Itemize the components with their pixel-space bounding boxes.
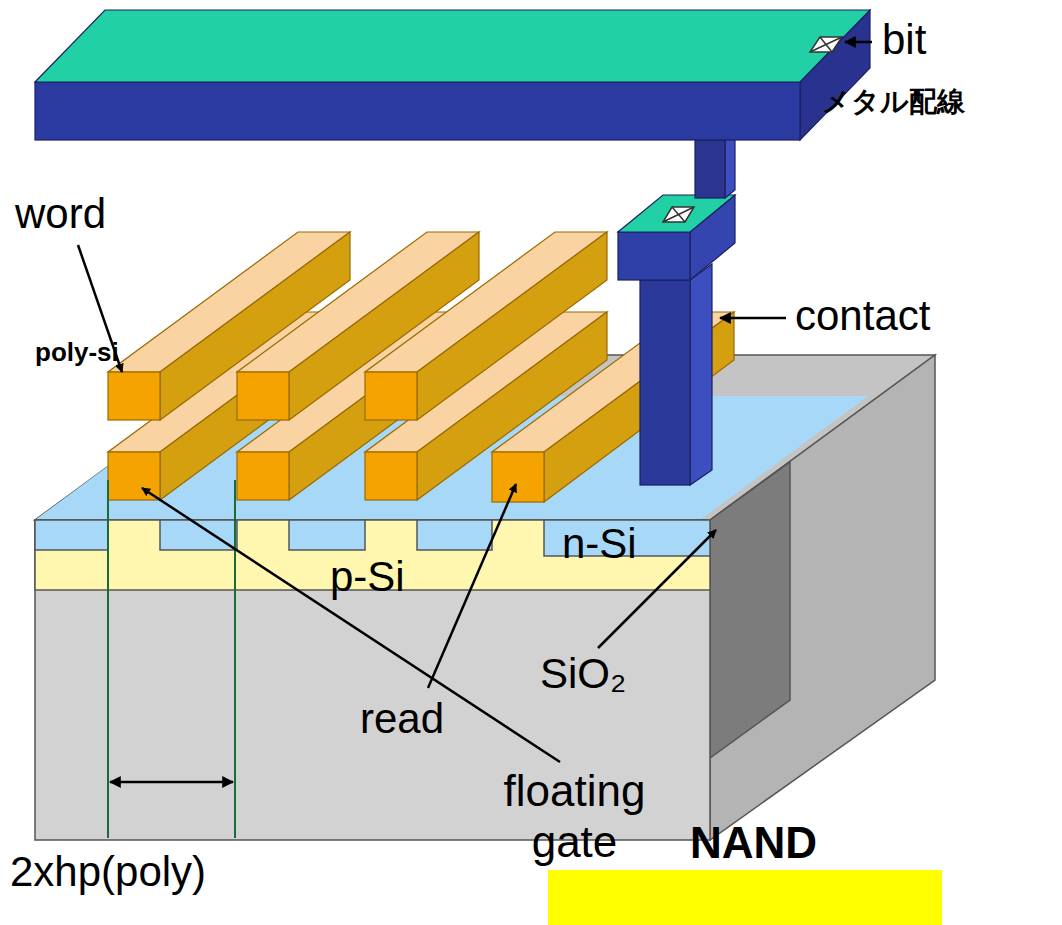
gate-stacks [108, 232, 734, 502]
n-region [417, 520, 492, 550]
leader-arrow [720, 317, 786, 320]
isolation-oxide [710, 462, 790, 758]
extension-line [107, 480, 109, 838]
word-line-front [365, 372, 417, 420]
window-cross [820, 37, 832, 52]
floating-gate-label: floating gate [472, 766, 677, 867]
oxide-label: SiO₂ [540, 650, 626, 698]
p-si-label: p-Si [330, 553, 405, 601]
floating-gate-front [237, 452, 289, 500]
leader-arrow [428, 484, 516, 688]
word-line-front [108, 372, 160, 420]
nand-title: NAND [690, 818, 817, 869]
floating-gate-front [365, 452, 417, 500]
n-si-label: n-Si [562, 520, 637, 568]
bit-line-front [35, 82, 800, 140]
poly-si-label: poly-si [35, 338, 119, 368]
leader-arrow [845, 41, 872, 44]
dimension-arrow [110, 781, 233, 784]
n-region [35, 520, 108, 550]
substrate-right [710, 355, 935, 840]
pitch-label: 2xhp(poly) [10, 848, 206, 896]
bit-line-top [35, 10, 870, 82]
via-side [725, 132, 735, 198]
highlight-band [548, 870, 942, 925]
window-mark [663, 207, 694, 222]
contact-label: contact [795, 292, 930, 340]
bit-line-label: bit [882, 16, 926, 64]
leader-arrow [142, 488, 560, 762]
floating-gate-front [108, 452, 160, 500]
metal-wiring-label: メタル配線 [822, 86, 965, 118]
contact-window-icon [663, 37, 842, 222]
contact-side [690, 264, 712, 485]
contact-front [640, 280, 690, 485]
via-front [695, 140, 725, 198]
read-gate-front [492, 452, 544, 502]
leaders [78, 42, 872, 762]
window-mark [810, 37, 842, 52]
read-gate-label: read [360, 695, 444, 743]
window-cross [663, 207, 694, 222]
contact-pad-top [618, 195, 735, 232]
n-region [289, 520, 365, 550]
contact-stack [35, 10, 870, 485]
window-cross [810, 37, 842, 52]
word-line-label: word [15, 190, 106, 238]
pitch-dimension [108, 480, 235, 838]
word-line-front [237, 372, 289, 420]
window-cross [672, 207, 685, 222]
contact-pad-front [618, 232, 690, 280]
extension-line [234, 480, 236, 838]
